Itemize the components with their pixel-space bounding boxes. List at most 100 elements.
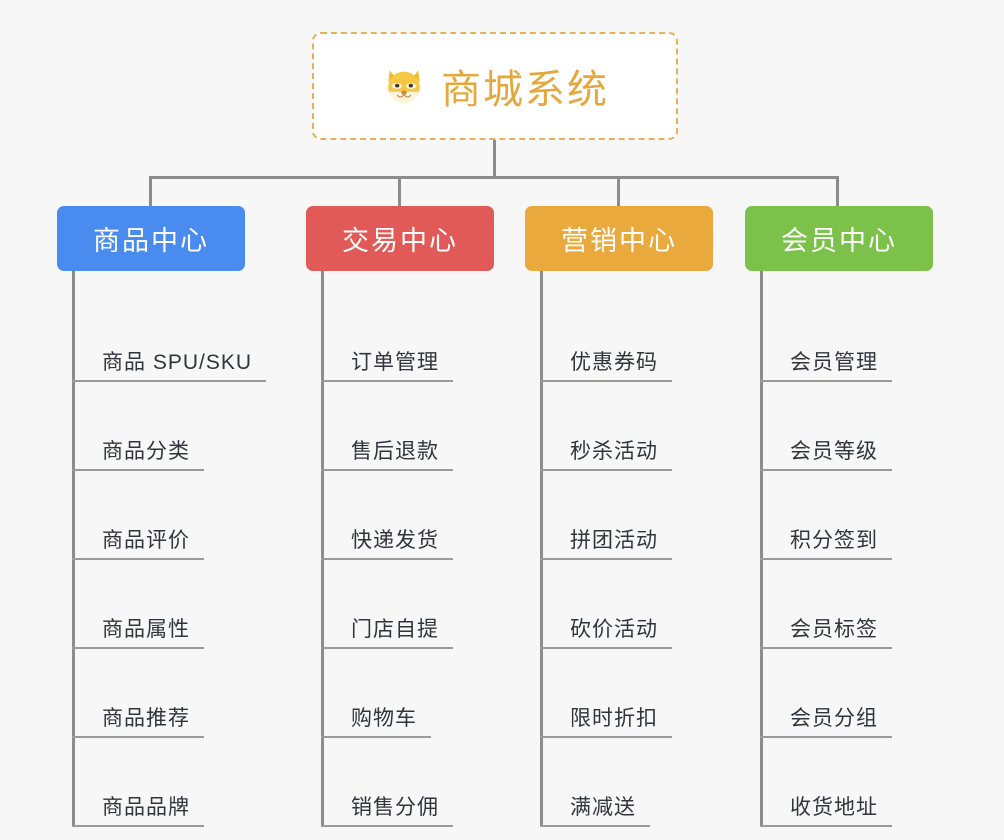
- leaf-label: 订单管理: [351, 351, 439, 374]
- leaf-rule: [321, 380, 453, 382]
- leaf-list-2: 订单管理 售后退款 快递发货 门店自提 购物车 销售分佣: [306, 293, 494, 827]
- leaf-item[interactable]: 快递发货: [321, 471, 494, 560]
- connector-drop-3: [617, 176, 620, 208]
- connector-root-vertical: [493, 140, 496, 178]
- leaf-rule: [760, 647, 892, 649]
- leaf-label: 限时折扣: [570, 707, 658, 730]
- leaf-item[interactable]: 优惠券码: [540, 293, 713, 382]
- leaf-rule: [760, 469, 892, 471]
- leaf-item[interactable]: 商品推荐: [72, 649, 245, 738]
- leaf-label: 商品品牌: [102, 796, 190, 819]
- leaf-list-4: 会员管理 会员等级 积分签到 会员标签 会员分组 收货地址: [745, 293, 933, 827]
- leaf-rule: [540, 469, 672, 471]
- leaf-item[interactable]: 商品品牌: [72, 738, 245, 827]
- branch-title-4: 会员中心: [781, 226, 897, 256]
- leaf-item[interactable]: 商品属性: [72, 560, 245, 649]
- leaf-rule: [540, 736, 672, 738]
- leaf-rule: [540, 825, 650, 827]
- connector-drop-1: [149, 176, 152, 208]
- leaf-rule: [540, 558, 672, 560]
- leaf-label: 商品 SPU/SKU: [102, 351, 253, 374]
- leaf-label: 拼团活动: [570, 529, 658, 552]
- leaf-item[interactable]: 会员等级: [760, 382, 933, 471]
- branch-column-4: 会员中心 会员管理 会员等级 积分签到 会员标签 会员分组 收货地址: [745, 206, 933, 827]
- leaf-item[interactable]: 购物车: [321, 649, 494, 738]
- leaf-label: 积分签到: [790, 529, 878, 552]
- leaf-item[interactable]: 收货地址: [760, 738, 933, 827]
- leaf-rule: [321, 469, 453, 471]
- branch-column-1: 商品中心 商品 SPU/SKU 商品分类 商品评价 商品属性 商品推荐 商品品牌: [57, 206, 266, 827]
- leaf-item[interactable]: 积分签到: [760, 471, 933, 560]
- leaf-item[interactable]: 商品分类: [72, 382, 245, 471]
- leaf-spine-3: [540, 293, 543, 827]
- leaf-list-1: 商品 SPU/SKU 商品分类 商品评价 商品属性 商品推荐 商品品牌: [57, 293, 266, 827]
- branch-stem-3: [540, 271, 543, 293]
- leaf-rule: [760, 558, 892, 560]
- branch-stem-2: [321, 271, 324, 293]
- leaf-label: 收货地址: [790, 796, 878, 819]
- branch-title-1: 商品中心: [93, 226, 209, 256]
- leaf-rule: [540, 380, 672, 382]
- leaf-rule: [72, 736, 204, 738]
- leaf-label: 销售分佣: [351, 796, 439, 819]
- leaf-rule: [760, 736, 892, 738]
- leaf-item[interactable]: 限时折扣: [540, 649, 713, 738]
- leaf-label: 商品推荐: [102, 707, 190, 730]
- branch-header-3[interactable]: 营销中心: [525, 206, 713, 271]
- leaf-label: 会员管理: [790, 351, 878, 374]
- leaf-label: 秒杀活动: [570, 440, 658, 463]
- leaf-rule: [321, 558, 453, 560]
- branch-title-2: 交易中心: [342, 226, 458, 256]
- leaf-spine-2: [321, 293, 324, 827]
- leaf-rule: [760, 380, 892, 382]
- leaf-item[interactable]: 商品评价: [72, 471, 245, 560]
- leaf-rule: [72, 825, 204, 827]
- leaf-rule: [72, 647, 204, 649]
- leaf-rule: [72, 558, 204, 560]
- leaf-label: 购物车: [351, 707, 417, 730]
- leaf-rule: [72, 380, 266, 382]
- connector-drop-2: [398, 176, 401, 208]
- leaf-label: 优惠券码: [570, 351, 658, 374]
- leaf-spine-4: [760, 293, 763, 827]
- root-node[interactable]: 商城系统: [312, 32, 678, 140]
- leaf-label: 满减送: [570, 796, 636, 819]
- branch-title-3: 营销中心: [561, 226, 677, 256]
- branch-stem-1: [72, 271, 75, 293]
- leaf-item[interactable]: 销售分佣: [321, 738, 494, 827]
- leaf-rule: [321, 647, 453, 649]
- leaf-rule: [321, 825, 453, 827]
- leaf-label: 快递发货: [351, 529, 439, 552]
- branch-column-3: 营销中心 优惠券码 秒杀活动 拼团活动 砍价活动 限时折扣 满减送: [525, 206, 713, 827]
- leaf-item[interactable]: 砍价活动: [540, 560, 713, 649]
- connector-drop-4: [836, 176, 839, 208]
- leaf-label: 商品分类: [102, 440, 190, 463]
- leaf-label: 商品评价: [102, 529, 190, 552]
- leaf-item[interactable]: 满减送: [540, 738, 713, 827]
- leaf-item[interactable]: 商品 SPU/SKU: [72, 293, 266, 382]
- branch-header-4[interactable]: 会员中心: [745, 206, 933, 271]
- connector-horizontal-bus: [149, 176, 839, 179]
- leaf-item[interactable]: 拼团活动: [540, 471, 713, 560]
- leaf-item[interactable]: 会员分组: [760, 649, 933, 738]
- leaf-label: 会员分组: [790, 707, 878, 730]
- leaf-item[interactable]: 会员标签: [760, 560, 933, 649]
- branch-column-2: 交易中心 订单管理 售后退款 快递发货 门店自提 购物车 销售分佣: [306, 206, 494, 827]
- root-title: 商城系统: [441, 68, 609, 112]
- branch-header-2[interactable]: 交易中心: [306, 206, 494, 271]
- leaf-item[interactable]: 秒杀活动: [540, 382, 713, 471]
- shiba-inu-icon: [381, 63, 427, 109]
- leaf-rule: [760, 825, 892, 827]
- leaf-list-3: 优惠券码 秒杀活动 拼团活动 砍价活动 限时折扣 满减送: [525, 293, 713, 827]
- leaf-label: 门店自提: [351, 618, 439, 641]
- leaf-rule: [321, 736, 431, 738]
- leaf-label: 售后退款: [351, 440, 439, 463]
- leaf-item[interactable]: 售后退款: [321, 382, 494, 471]
- leaf-rule: [540, 647, 672, 649]
- leaf-label: 砍价活动: [570, 618, 658, 641]
- leaf-item[interactable]: 订单管理: [321, 293, 494, 382]
- leaf-item[interactable]: 门店自提: [321, 560, 494, 649]
- leaf-item[interactable]: 会员管理: [760, 293, 933, 382]
- branch-header-1[interactable]: 商品中心: [57, 206, 245, 271]
